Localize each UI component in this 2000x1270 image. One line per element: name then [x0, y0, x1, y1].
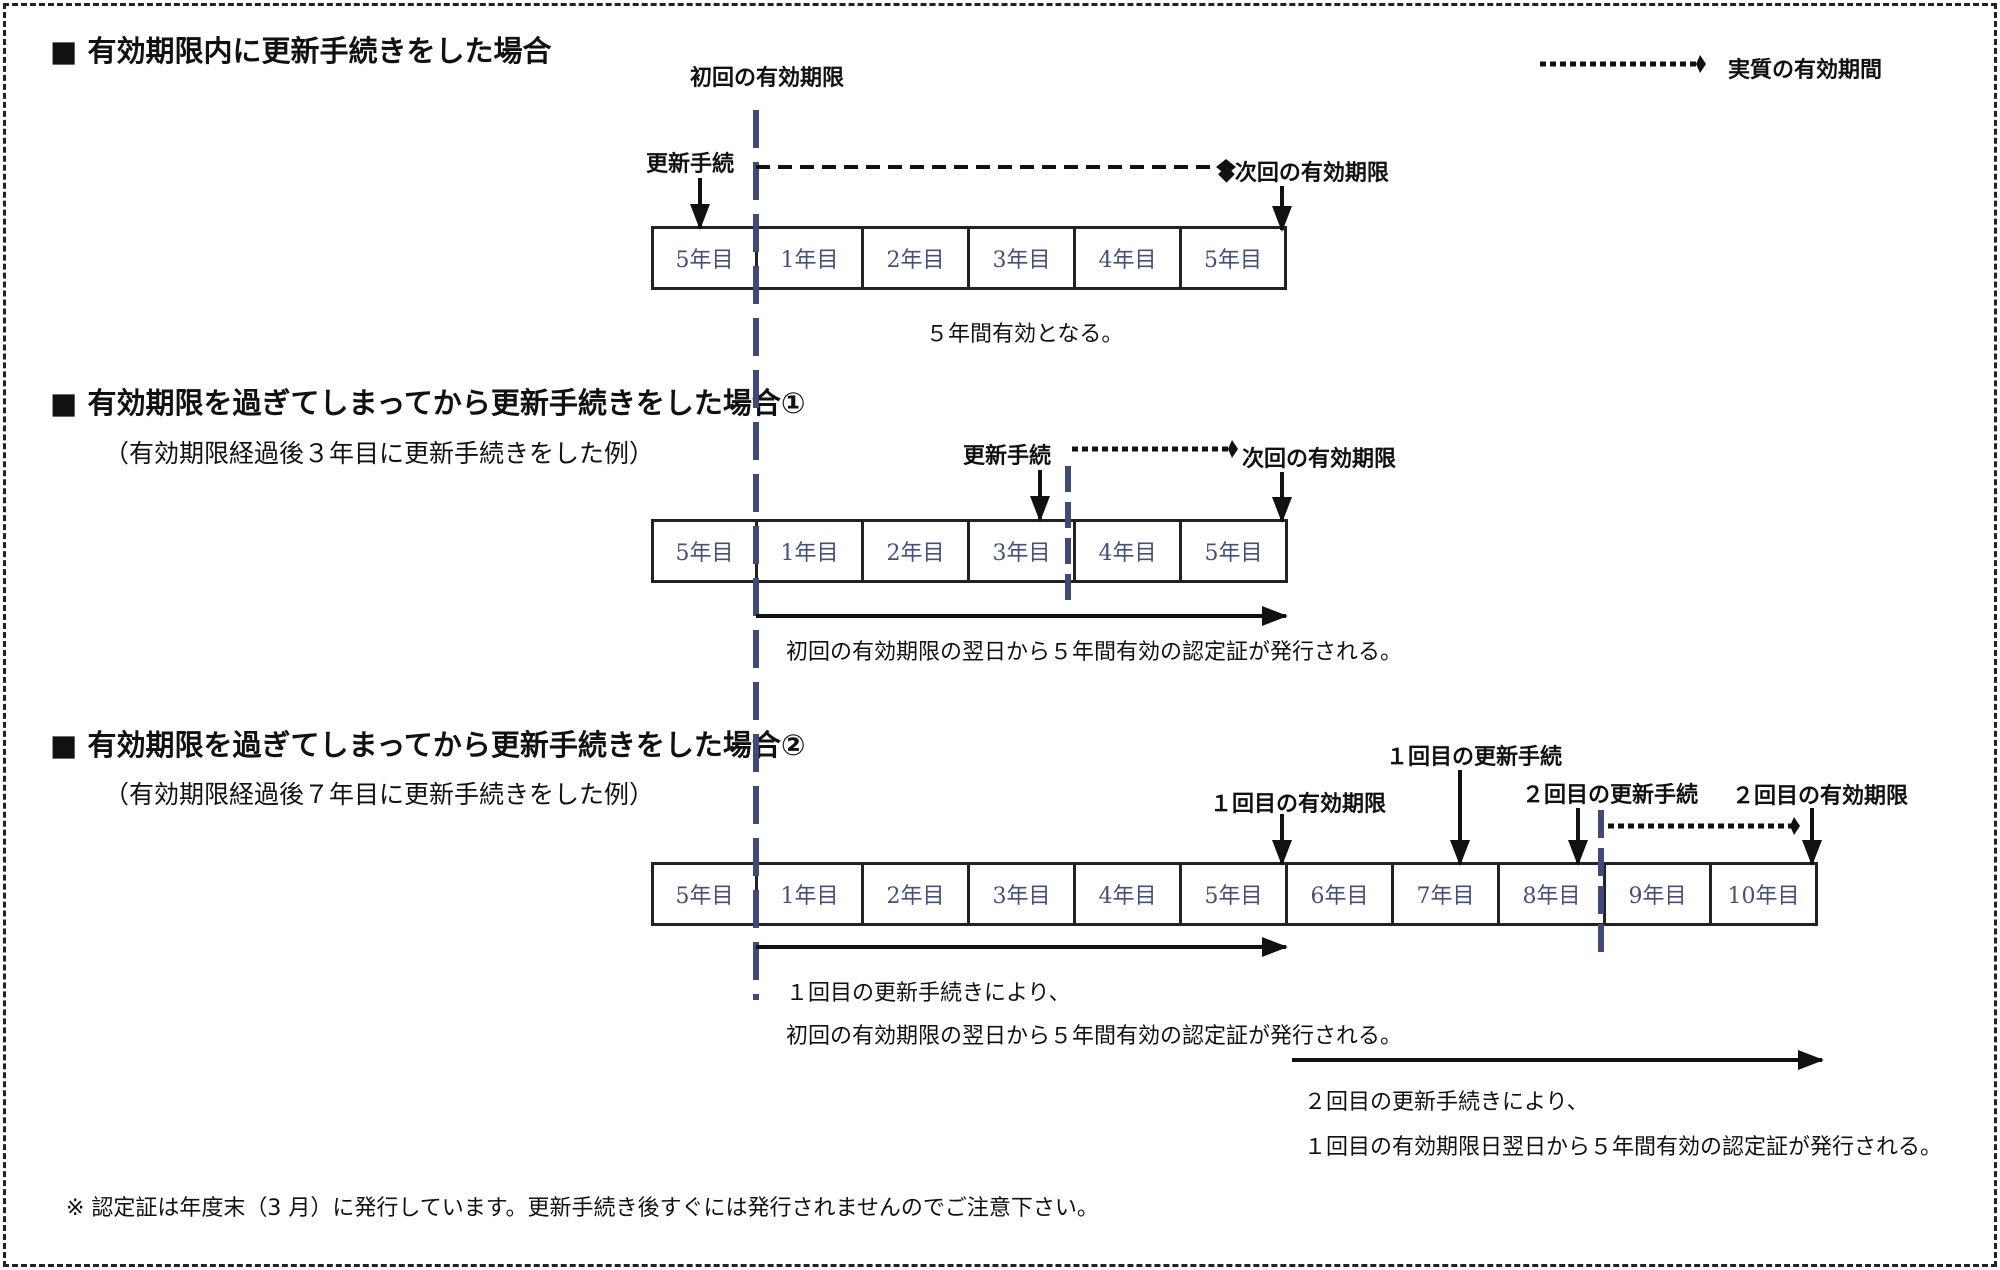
year-cell: 5年目 [1179, 862, 1288, 926]
year-cell: 6年目 [1285, 862, 1394, 926]
year-cell: 10年目 [1709, 862, 1818, 926]
section2-next-expiry-label: 次回の有効期限 [1242, 447, 1397, 472]
year-cell: 5年目 [1179, 226, 1287, 290]
section3-subtitle: （有効期限経過後７年目に更新手続きをした例） [104, 780, 655, 809]
section1-renewal-label: 更新手続 [646, 152, 735, 177]
section3-title: ■ 有効期限を過ぎてしまってから更新手続きをした場合② [50, 728, 806, 762]
s1-diamond [1216, 159, 1236, 175]
year-cell: 1年目 [755, 226, 864, 290]
year-cell: 2年目 [861, 226, 970, 290]
section2-renewal-label: 更新手続 [963, 444, 1052, 469]
year-cell: 1年目 [755, 862, 864, 926]
section1-title: ■ 有効期限内に更新手続きをした場合 [50, 34, 552, 68]
section3-second-expiry-label: ２回目の有効期限 [1732, 784, 1909, 809]
s3-dotted-tip [1790, 817, 1800, 835]
section1-first-expiry-label: 初回の有効期限 [690, 66, 845, 91]
year-cell: 3年目 [967, 519, 1076, 583]
legend-dotted-line [1540, 55, 1706, 73]
year-cell: 5年目 [1179, 519, 1288, 583]
s2-dotted-tip [1228, 440, 1238, 458]
year-cell: 9年目 [1603, 862, 1712, 926]
section1-caption: ５年間有効となる。 [926, 322, 1124, 347]
year-cell: 5年目 [651, 226, 758, 290]
year-cell: 4年目 [1073, 862, 1182, 926]
section3-second-renewal-label: ２回目の更新手続 [1522, 783, 1699, 808]
section3-first-expiry-label: １回目の有効期限 [1210, 792, 1387, 817]
section2-subtitle: （有効期限経過後３年目に更新手続きをした例） [104, 439, 655, 468]
year-cell: 4年目 [1073, 226, 1182, 290]
footnote: ※ 認定証は年度末（3 月）に発行しています。更新手続き後すぐには発行されません… [66, 1196, 1099, 1221]
section3-caption1-line1: １回目の更新手続きにより、 [786, 981, 1071, 1006]
year-cell: 5年目 [651, 862, 758, 926]
year-cell: 5年目 [651, 519, 758, 583]
section3-caption2-line2: １回目の有効期限日翌日から５年間有効の認定証が発行される。 [1304, 1135, 1943, 1160]
year-cell: 1年目 [755, 519, 864, 583]
section3-caption2-line1: ２回目の更新手続きにより、 [1304, 1090, 1589, 1115]
section1-next-expiry-label: ◆次回の有効期限 [1218, 161, 1389, 186]
section2-caption: 初回の有効期限の翌日から５年間有効の認定証が発行される。 [786, 640, 1403, 665]
year-cell: 3年目 [967, 862, 1076, 926]
legend-label: 実質の有効期間 [1728, 58, 1883, 83]
year-cell: 3年目 [967, 226, 1076, 290]
section2-title: ■ 有効期限を過ぎてしまってから更新手続きをした場合① [50, 386, 806, 420]
section3-caption1-line2: 初回の有効期限の翌日から５年間有効の認定証が発行される。 [786, 1024, 1403, 1049]
section3-first-renewal-label: １回目の更新手続 [1386, 745, 1563, 770]
dashed-frame [3, 3, 1997, 1267]
